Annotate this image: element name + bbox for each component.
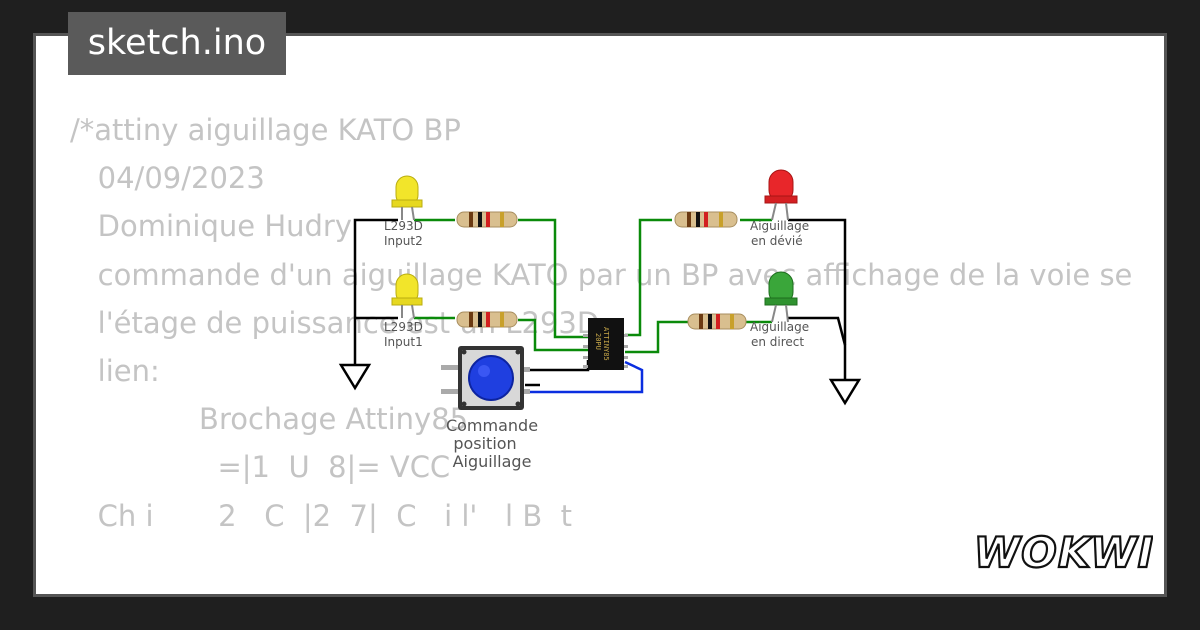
resistor-4 xyxy=(687,313,747,330)
wokwi-logo-text: WOKWI xyxy=(975,528,1153,577)
pushbutton-label-3: Aiguillage xyxy=(453,452,532,471)
led-direct-sublabel: en direct xyxy=(751,335,804,349)
led-input2-label: L293D xyxy=(384,219,423,233)
wokwi-logo: WOKWI xyxy=(975,527,1153,577)
led-devie-sublabel: en dévié xyxy=(751,234,803,248)
file-title: sketch.ino xyxy=(68,12,286,75)
led-devie-label: Aiguillage xyxy=(750,219,809,233)
chip-label: ATTINY85 xyxy=(602,327,610,361)
led-input2-sublabel: Input2 xyxy=(384,234,423,248)
code-line: Brochage Attiny85 xyxy=(70,402,469,437)
wires-black xyxy=(353,218,847,387)
resistor-3 xyxy=(674,211,738,228)
led-devie[interactable] xyxy=(764,169,798,221)
led-input2[interactable] xyxy=(391,175,423,221)
code-line: Ch i 2 C |2 7| C i l' l B t xyxy=(70,498,573,533)
code-line: =|1 U 8|= VCC xyxy=(70,450,451,485)
led-input1[interactable] xyxy=(391,273,423,319)
code-line: 04/09/2023 xyxy=(70,161,265,196)
code-line: commande d'un aiguillage KATO par un BP … xyxy=(70,257,1134,292)
pushbutton[interactable] xyxy=(441,346,530,410)
code-line: lien: xyxy=(70,354,160,389)
pushbutton-label-2: position xyxy=(453,434,516,453)
resistor-1 xyxy=(456,211,518,228)
led-input1-label: L293D xyxy=(384,320,423,334)
code-preview: /*attiny aiguillage KATO BP 04/09/2023 D… xyxy=(70,106,1134,540)
ground-symbol-left xyxy=(338,363,372,391)
attiny85-chip[interactable]: ATTINY85 20PU xyxy=(583,318,628,370)
ground-symbol-right xyxy=(828,378,862,406)
code-line: /*attiny aiguillage KATO BP xyxy=(70,113,461,147)
pushbutton-label-1: Commande xyxy=(446,416,538,435)
wire-blue xyxy=(525,360,644,394)
code-line: Dominique Hudry xyxy=(70,209,352,244)
led-direct[interactable] xyxy=(764,271,798,323)
chip-sublabel: 20PU xyxy=(594,333,602,350)
code-card: /*attiny aiguillage KATO BP 04/09/2023 D… xyxy=(33,33,1167,597)
led-direct-label: Aiguillage xyxy=(750,320,809,334)
led-input1-sublabel: Input1 xyxy=(384,335,423,349)
wires-green xyxy=(414,218,772,354)
resistor-2 xyxy=(456,311,518,328)
